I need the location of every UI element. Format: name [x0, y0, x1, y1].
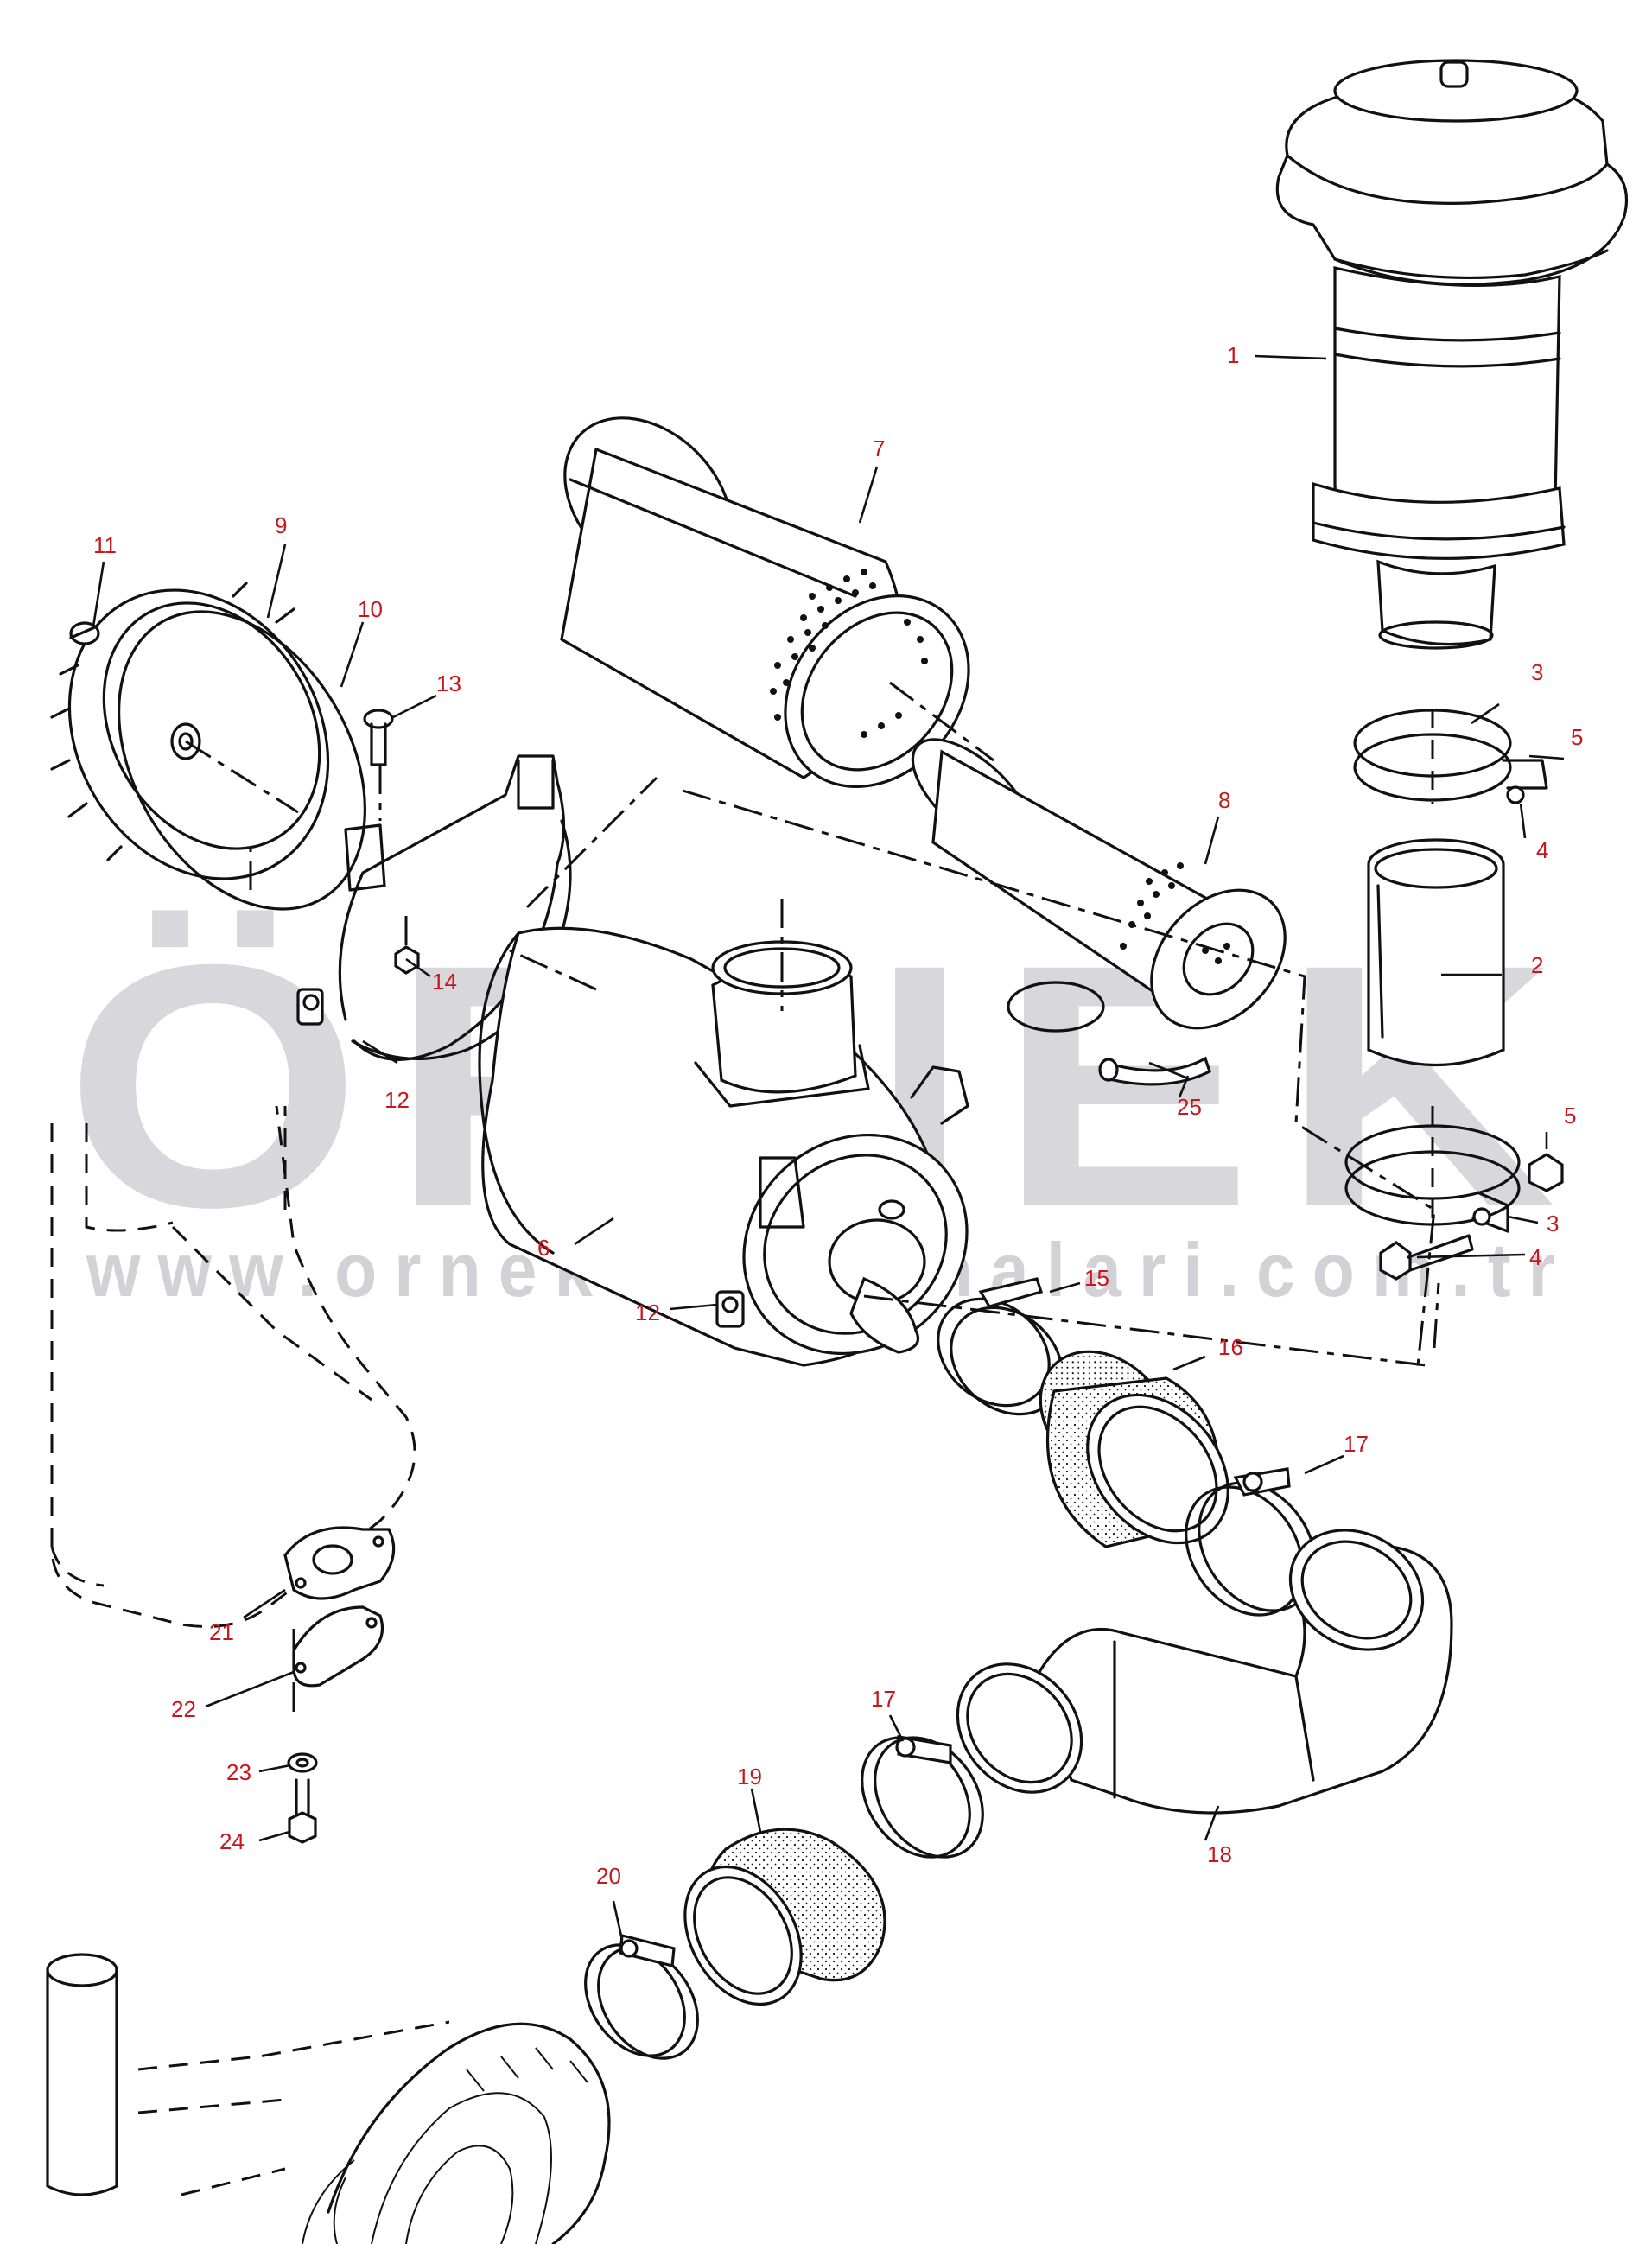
- part-11-clip: [69, 621, 100, 645]
- callout-3-upper: 3: [1531, 659, 1543, 685]
- part-16-reducer: [1039, 1350, 1229, 1548]
- callout-16: 16: [1218, 1334, 1243, 1360]
- part-5-nut-lower: [1528, 1153, 1564, 1192]
- part-23-washer: [287, 1752, 318, 1773]
- part-2-sleeve: [1367, 838, 1505, 1066]
- callout-13: 13: [436, 671, 461, 696]
- callout-6: 6: [537, 1235, 550, 1261]
- part-1-precleaner: [1275, 59, 1629, 650]
- callout-8: 8: [1218, 787, 1230, 813]
- callout-7: 7: [873, 435, 885, 461]
- part-7-perforation: [770, 569, 928, 738]
- callout-17-lower: 17: [871, 1686, 896, 1712]
- assembly-centerlines: [185, 681, 1440, 1720]
- callout-14: 14: [432, 969, 457, 995]
- part-17-clamp-lower: [861, 1735, 984, 1859]
- part-19-reducer-hose: [683, 1828, 886, 2006]
- part-7-outer-filter: [560, 416, 970, 788]
- part-22-plate: [292, 1605, 384, 1688]
- callout-3-lower: 3: [1547, 1211, 1559, 1236]
- callout-12-lower: 12: [635, 1300, 660, 1325]
- part-4-bolt-lower: [1379, 1234, 1474, 1281]
- callout-4-upper: 4: [1536, 837, 1548, 863]
- part-13-bolt: [363, 709, 394, 766]
- part-25-hose: [1007, 981, 1211, 1086]
- callout-4-lower: 4: [1529, 1244, 1541, 1270]
- part-18-elbow-tube: [956, 1529, 1453, 1815]
- turbo-housing: [302, 2022, 611, 2244]
- callout-11: 11: [93, 532, 117, 558]
- callout-2: 2: [1531, 952, 1543, 978]
- callout-20: 20: [596, 1863, 621, 1889]
- part-10-seal-ring: [118, 610, 366, 911]
- part-24-bolt: [288, 1778, 317, 1844]
- callout-17-upper: 17: [1344, 1431, 1369, 1457]
- part-9-cap: [50, 582, 330, 880]
- callout-23: 23: [226, 1759, 251, 1785]
- callout-19: 19: [737, 1764, 762, 1789]
- callout-9: 9: [275, 512, 287, 538]
- callout-12-upper: 12: [384, 1087, 410, 1113]
- callout-10: 10: [358, 596, 383, 622]
- part-20-clamp: [584, 1933, 699, 2060]
- exhaust-stub: [46, 1953, 118, 2196]
- part-6-housing: [478, 926, 969, 1367]
- callout-1: 1: [1227, 342, 1239, 368]
- callout-labels: 1 2 3 3 4 4 5 5 6 7 8 9 10 11 12 12 13 1…: [93, 342, 1583, 1889]
- callout-15: 15: [1084, 1265, 1109, 1291]
- callout-5-upper: 5: [1571, 724, 1583, 750]
- callout-24: 24: [219, 1828, 245, 1854]
- part-21-gasket: [283, 1526, 396, 1600]
- leader-lines: [92, 354, 1565, 1941]
- engine-outline-dashed: [50, 1105, 450, 2196]
- part-8-perforation: [1120, 862, 1230, 964]
- callout-22: 22: [171, 1696, 196, 1722]
- callout-18: 18: [1207, 1841, 1232, 1867]
- part-3-clamp-upper: [1353, 709, 1548, 804]
- callout-21: 21: [209, 1619, 234, 1645]
- part-8-inner-filter: [911, 738, 1287, 1030]
- callout-25: 25: [1177, 1094, 1202, 1120]
- callout-5-lower: 5: [1564, 1103, 1576, 1128]
